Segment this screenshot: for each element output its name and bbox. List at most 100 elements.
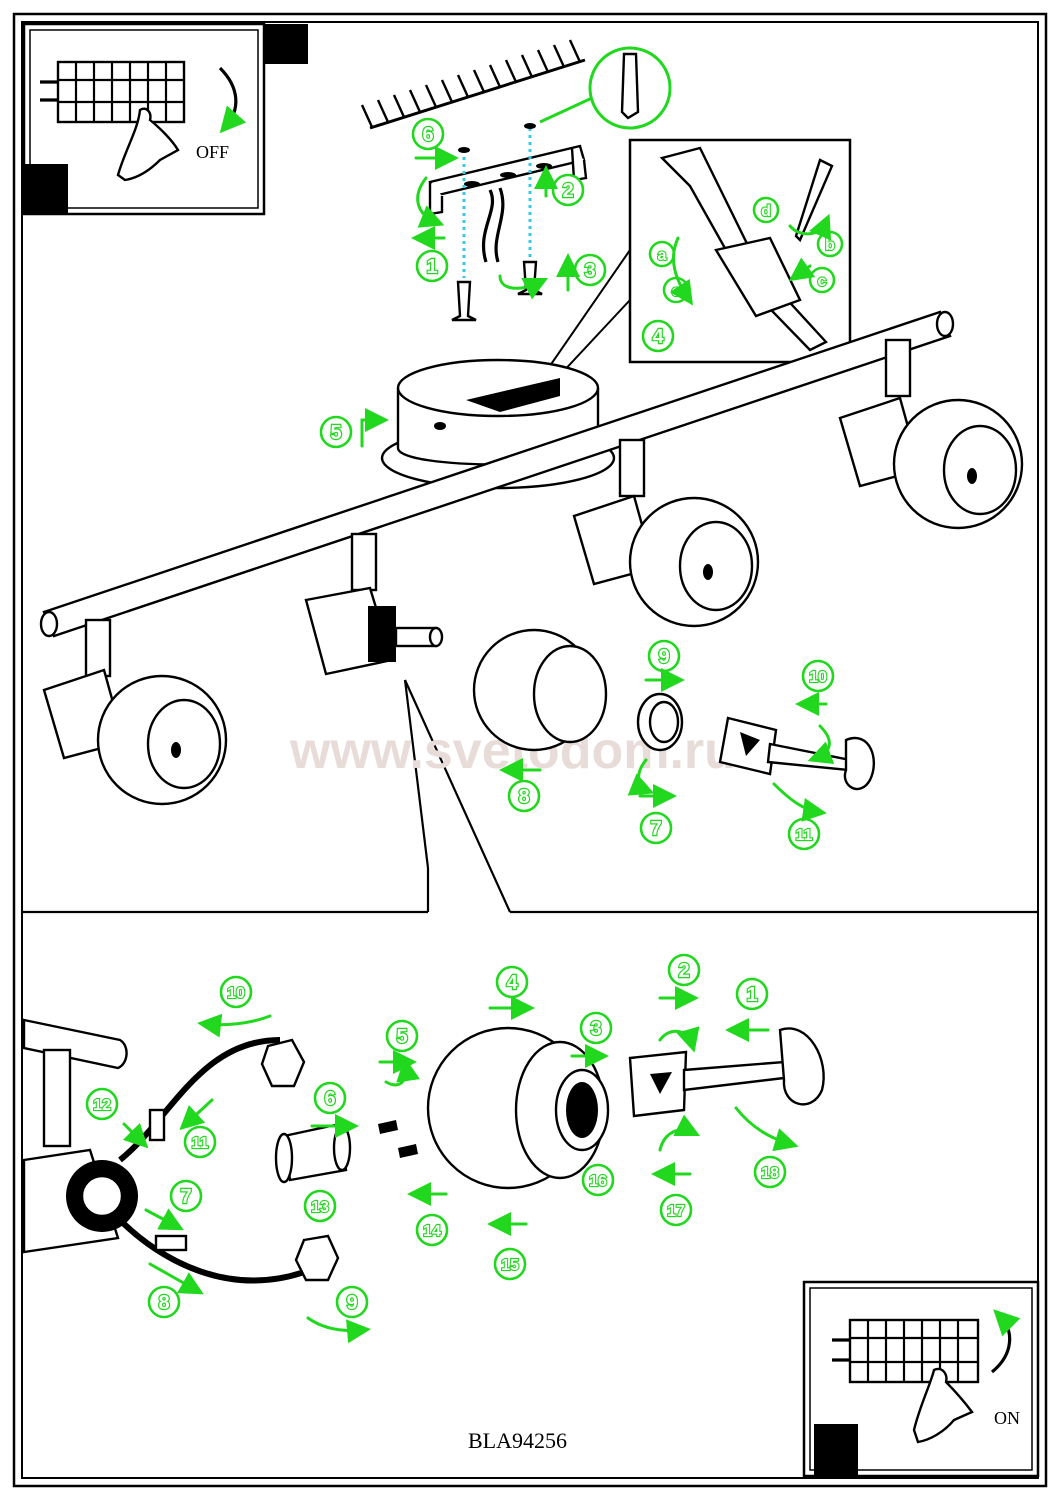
- step-label: 2: [562, 180, 573, 202]
- step-callout: 10: [801, 659, 835, 693]
- step-callout: 6: [411, 117, 445, 151]
- step-label: 4: [506, 972, 518, 994]
- step-label: 6: [324, 1088, 335, 1110]
- step-label: d: [761, 203, 771, 220]
- step-label: c: [818, 273, 827, 290]
- step-label: 11: [192, 1135, 209, 1152]
- top-step-callouts: 1 2 3 4 5 6 7 8 9 10 11: [319, 117, 835, 851]
- cable-nut: [260, 1038, 306, 1088]
- step-callout: 3: [579, 1011, 613, 1045]
- step-callout: 9: [335, 1285, 369, 1319]
- switch-off-label: OFF: [196, 142, 229, 162]
- step-callout: 2: [551, 173, 585, 207]
- step-label: 16: [589, 1173, 607, 1190]
- step-label: 8: [158, 1292, 169, 1314]
- spot-lamp: [838, 338, 1024, 530]
- step-callout: 4: [641, 319, 675, 353]
- ring-wrench-tool: [718, 716, 875, 791]
- step-callout: a: [648, 240, 676, 268]
- ring-wrench-tool: [628, 1027, 825, 1118]
- step-callout: 18: [753, 1155, 787, 1189]
- step-callout: 6: [313, 1081, 347, 1115]
- spot-lamp-disassembled: [304, 532, 444, 676]
- turn-off-arrow-icon: [218, 66, 247, 134]
- step-label: 8: [518, 786, 529, 808]
- step-callout: 7: [169, 1179, 203, 1213]
- step-label: 6: [422, 124, 433, 146]
- ceiling-mount: [360, 39, 672, 322]
- step-callout: 2: [667, 953, 701, 987]
- supply-wires: [481, 187, 505, 263]
- step-label: 14: [423, 1223, 441, 1240]
- step-callout: b: [816, 230, 844, 258]
- screw-icon: [378, 1120, 398, 1134]
- step-callout: 10: [219, 975, 253, 1009]
- step-callout: 11: [787, 817, 821, 851]
- step-label: 10: [227, 985, 245, 1002]
- step-callout: 7: [639, 811, 673, 845]
- step-callout: c: [808, 266, 836, 294]
- step-callout: 13: [303, 1189, 337, 1223]
- lower-exploded-view: [22, 1018, 825, 1284]
- step-callout: 17: [659, 1193, 693, 1227]
- step-callout: 8: [147, 1285, 181, 1319]
- step-label: a: [658, 247, 667, 264]
- step-label: 3: [584, 260, 595, 282]
- step-callout: 3: [573, 253, 607, 287]
- step-callout: 9: [647, 639, 681, 673]
- cable-nut: [294, 1234, 340, 1282]
- terminal-block-icon: [40, 60, 186, 124]
- step-label: 5: [330, 422, 341, 444]
- step-callout: 1: [735, 977, 769, 1011]
- step-callout: 8: [507, 779, 541, 813]
- page-frame: [12, 12, 1048, 1488]
- step-label: 1: [746, 984, 757, 1006]
- step-callout: 12: [85, 1087, 119, 1121]
- light-bar: [39, 310, 955, 638]
- step-label: 7: [650, 818, 661, 840]
- step-label: 18: [761, 1165, 779, 1182]
- step-label: 9: [658, 646, 669, 668]
- step-label: 10: [809, 669, 827, 686]
- step-label: 4: [652, 326, 664, 348]
- switch-off-panel: OFF: [22, 22, 308, 216]
- step-label: b: [825, 237, 835, 254]
- turn-on-arrow-icon: [990, 1309, 1021, 1374]
- step-callout: 1: [415, 249, 449, 283]
- step-callout: 5: [385, 1019, 419, 1053]
- step-label: 2: [678, 960, 689, 982]
- lamp-shade: [472, 628, 608, 752]
- terminal-block-icon: [832, 1318, 980, 1384]
- step-label: 7: [180, 1186, 191, 1208]
- step-label: 9: [346, 1292, 357, 1314]
- step-label: 13: [311, 1199, 329, 1216]
- step-label: 1: [426, 256, 437, 278]
- step-label: 5: [396, 1026, 407, 1048]
- mounting-bracket: [428, 144, 588, 216]
- step-label: 3: [590, 1018, 601, 1040]
- step-callout: 14: [415, 1213, 449, 1247]
- screwdriver-icon: [794, 158, 834, 243]
- step-callout: 5: [319, 415, 353, 449]
- switch-on-label: ON: [994, 1408, 1020, 1428]
- hand-icon: [116, 107, 180, 182]
- step-label: 15: [501, 1257, 519, 1274]
- step-callout: 15: [493, 1247, 527, 1281]
- step-callout: 11: [183, 1125, 217, 1159]
- document-code: BLA94256: [468, 1428, 567, 1453]
- spot-lamp: [42, 618, 228, 806]
- step-callout: d: [752, 196, 780, 224]
- step-label: 12: [93, 1097, 111, 1114]
- step-label: 17: [667, 1203, 685, 1220]
- retaining-ring: [636, 692, 684, 752]
- switch-on-panel: ON: [802, 1280, 1040, 1478]
- bottom-step-callouts: 1 2 3 4 5 6 7 8 9 10 11 12 13 14 15 16 1…: [85, 953, 787, 1319]
- step-callout: 4: [495, 965, 529, 999]
- step-label: 11: [796, 827, 813, 844]
- wall-plug-icon: [620, 52, 640, 120]
- step-callout: 16: [581, 1163, 615, 1197]
- spot-lamp: [572, 438, 760, 628]
- motion-arrows: [122, 146, 835, 1344]
- hand-icon: [912, 1367, 974, 1444]
